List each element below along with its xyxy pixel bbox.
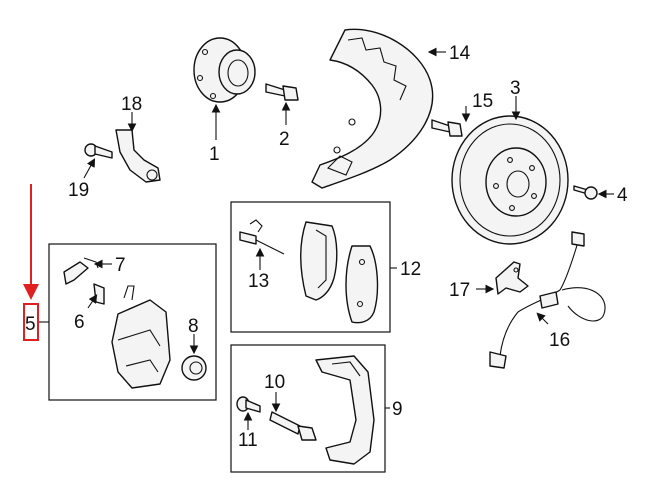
callout-5: 5: [25, 314, 36, 335]
guide-pin-part-10: [269, 411, 317, 441]
callout-14: 14: [449, 43, 471, 64]
highlight-frame: [23, 303, 39, 341]
callout-2: 2: [279, 129, 290, 150]
brake-pad-inner: [300, 221, 338, 301]
brake-pad-kit-box: [230, 201, 391, 333]
caliper-carrier: [315, 355, 375, 465]
speed-sensor-part-18: [115, 129, 161, 183]
wheel-hub-part-1: [193, 37, 256, 103]
callout-16: 16: [549, 330, 570, 351]
shield-bolt-part-15: [431, 119, 463, 137]
callout-17: 17: [449, 280, 470, 301]
piston-seal-part-8: [181, 355, 207, 381]
hose-bracket-part-17: [495, 261, 529, 295]
bleeder-screw-part-6: [93, 283, 105, 305]
callout-8: 8: [188, 316, 199, 337]
brake-pad-outer: [345, 245, 379, 324]
callout-11: 11: [238, 430, 258, 451]
callout-13: 13: [248, 271, 269, 292]
callout-4: 4: [617, 185, 628, 206]
callout-15: 15: [472, 91, 493, 112]
brake-caliper: [111, 285, 171, 389]
brake-rotor-part-3: [451, 115, 569, 245]
rotor-screw-part-4: [573, 185, 598, 200]
callout-12: 12: [400, 259, 421, 280]
callout-3: 3: [510, 78, 521, 99]
carrier-bolt-part-11: [236, 396, 261, 413]
callout-10: 10: [264, 372, 285, 393]
brake-hose-part-16: [489, 231, 606, 369]
bleeder-cap-part-7: [63, 257, 99, 285]
callout-6: 6: [74, 312, 85, 333]
pad-wear-sensor-part-13: [239, 219, 285, 255]
callout-19: 19: [68, 180, 89, 201]
sensor-bolt-part-19: [84, 143, 113, 159]
splash-shield-part-14: [311, 28, 434, 189]
hub-bolt-part-2: [265, 83, 299, 101]
callout-18: 18: [121, 94, 142, 115]
callout-7: 7: [115, 255, 126, 276]
callout-9: 9: [392, 399, 403, 420]
callout-1: 1: [209, 144, 220, 165]
